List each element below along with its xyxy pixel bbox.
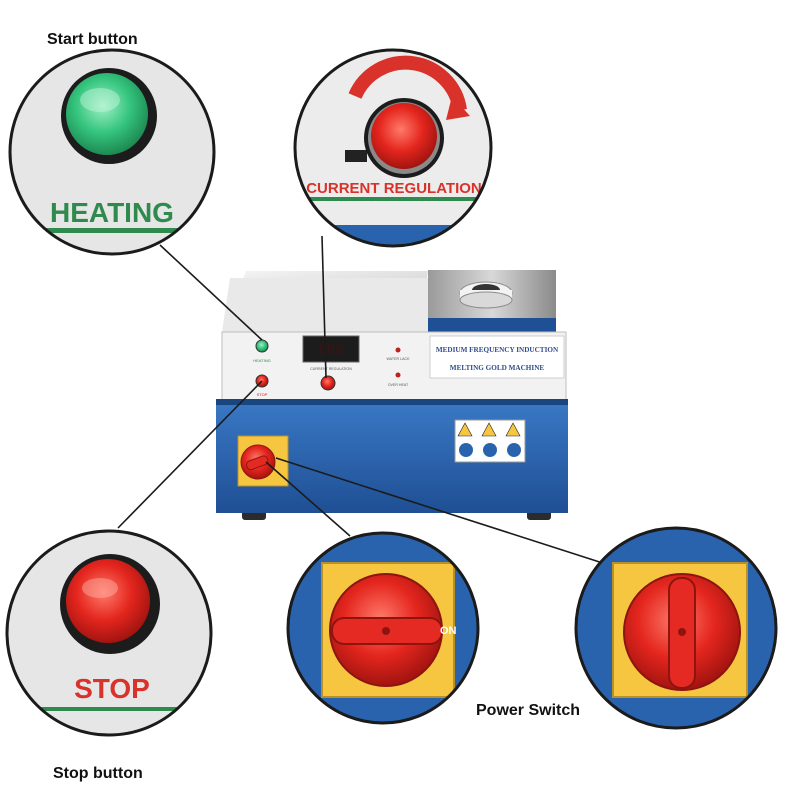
callout-line-stop (117, 380, 263, 529)
panel-current-label: CURRENT REGULATION (310, 367, 352, 371)
machine-title-line2: MELTING GOLD MACHINE (450, 364, 545, 372)
panel-heating-button (255, 339, 269, 353)
callout-line-heating (159, 244, 263, 341)
callout-line-switch1 (265, 461, 351, 537)
warning-icon (457, 422, 473, 437)
power-switch-on-callout (574, 526, 778, 730)
callout-line-current (321, 235, 327, 379)
stop-label: STOP (74, 673, 150, 704)
knob-pointer (345, 150, 367, 162)
panel-stop-label: STOP (257, 392, 268, 397)
current-regulation-label: CURRENT REGULATION (306, 180, 482, 197)
warning-stickers (454, 419, 526, 463)
power-switch-caption: Power Switch (476, 702, 581, 719)
over-heat-label: OVER HEAT (388, 383, 409, 387)
start-button-caption: Start button (47, 31, 138, 48)
mandatory-icon (459, 443, 473, 457)
stop-button-closeup (66, 559, 150, 643)
water-lack-led (395, 347, 401, 353)
rotation-arrow (348, 55, 467, 112)
callout-lines (117, 235, 613, 567)
over-heat-led (395, 372, 401, 378)
warning-icon (481, 422, 497, 437)
start-button-closeup (66, 73, 148, 155)
panel-current-knob (320, 375, 336, 391)
mandatory-icon (507, 443, 521, 457)
switch-on-mark: ON (440, 625, 457, 637)
mandatory-icon (483, 443, 497, 457)
machine-title-box (429, 335, 565, 379)
power-switch-off-callout: ON (286, 531, 480, 725)
heating-label: HEATING (50, 197, 174, 228)
display-digits: 888 (318, 342, 343, 358)
heating-callout: HEATING (8, 48, 216, 256)
water-lack-label: WATER LACK (387, 357, 411, 361)
stop-callout: STOP (5, 529, 213, 737)
machine-title-line1: MEDIUM FREQUENCY INDUCTION (436, 346, 559, 354)
callout-line-switch2 (275, 457, 613, 567)
current-knob-closeup (371, 103, 437, 169)
melting-machine: MEDIUM FREQUENCY INDUCTION MELTING GOLD … (216, 270, 568, 520)
machine-lid (222, 278, 428, 332)
digital-display (302, 335, 360, 363)
stop-button-caption: Stop button (53, 765, 143, 782)
warning-icon (505, 422, 521, 437)
panel-heating-label: HEATING (253, 358, 270, 363)
current-regulation-callout: CURRENT REGULATION (293, 48, 493, 248)
